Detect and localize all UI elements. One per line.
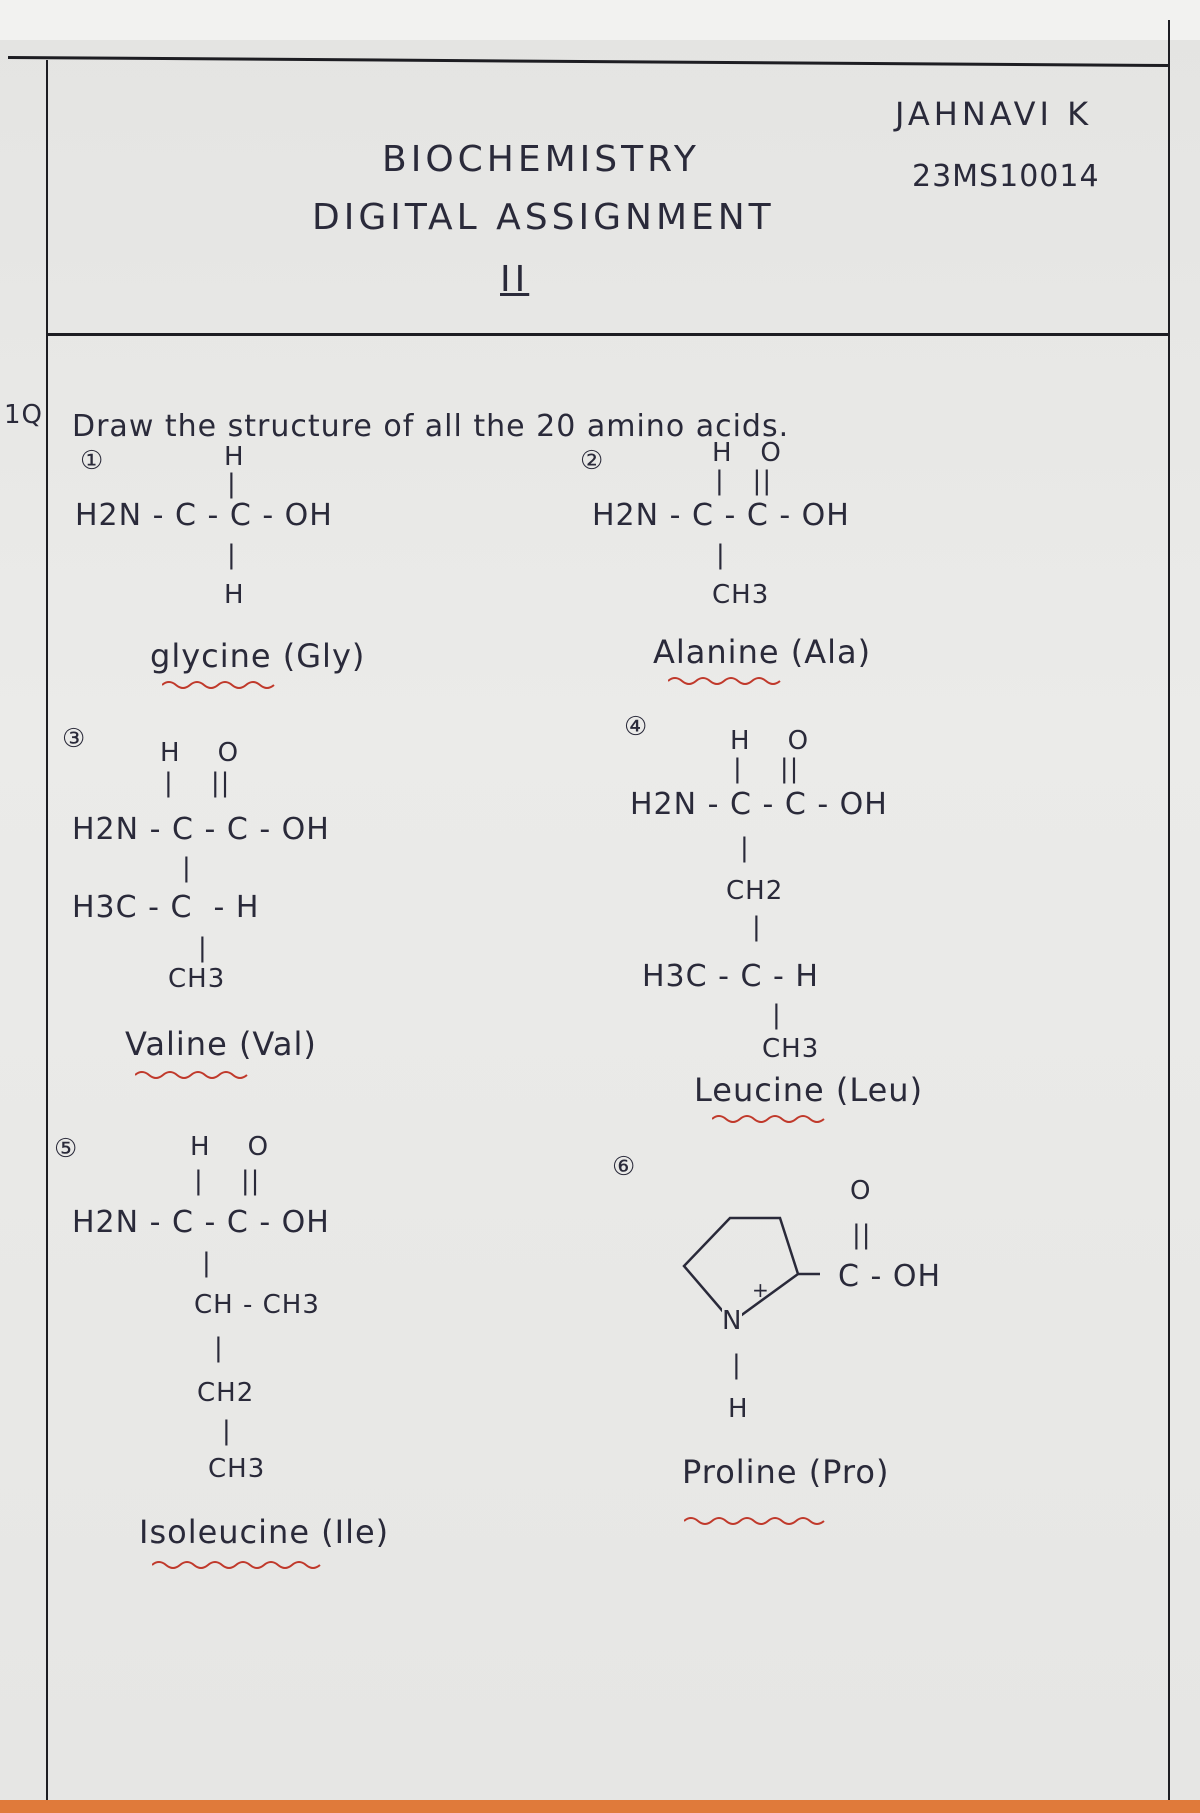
amino-acid-name: Proline (Pro) [682, 1453, 890, 1491]
red-underline [162, 681, 275, 689]
structure-number: ④ [624, 712, 649, 742]
side-chain: H3C - C - H [642, 959, 819, 994]
main-chain: H2N - C - C - OH [630, 787, 888, 822]
bonds-top: | || [164, 768, 231, 798]
bonds-top: | || [733, 754, 800, 784]
side-chain: CH3 [168, 964, 226, 994]
structure-number: ① [80, 446, 105, 476]
amino-acid-name: Leucine (Leu) [694, 1071, 924, 1109]
student-name: JAHNAVI K [895, 95, 1093, 133]
main-chain: H2N - C - C - OH [75, 498, 333, 533]
amino-acid-name: Isoleucine (Ile) [139, 1513, 390, 1551]
bonds-top: | || [715, 466, 773, 496]
right-margin-line [1168, 20, 1170, 1800]
red-underline [668, 677, 781, 685]
carbonyl-bond: || [852, 1220, 872, 1250]
side-chain: CH2 [197, 1378, 255, 1408]
bond: | [222, 1416, 232, 1446]
charge: + [752, 1278, 770, 1302]
atoms-top: H O [730, 726, 810, 756]
title-biochemistry: BIOCHEMISTRY [382, 139, 700, 180]
atoms-top: H O [160, 738, 240, 768]
side-chain: CH3 [712, 580, 770, 610]
bonds-top: | || [194, 1166, 261, 1196]
title-digital-assignment: DIGITAL ASSIGNMENT [312, 197, 775, 238]
carboxyl-group: C - OH [838, 1259, 942, 1294]
question-text: Draw the structure of all the 20 amino a… [72, 409, 790, 444]
bond: | [227, 469, 237, 499]
red-underline [712, 1115, 825, 1123]
bond: | [740, 833, 750, 863]
side-chain: H3C - C - H [72, 890, 260, 925]
main-chain: H2N - C - C - OH [592, 498, 850, 533]
bond: | [227, 540, 237, 570]
structure-number: ③ [62, 724, 87, 754]
side-chain: CH3 [762, 1034, 820, 1064]
title-assignment-number: II [500, 259, 530, 300]
red-underline [135, 1071, 248, 1079]
amino-acid-name: glycine (Gly) [150, 637, 366, 675]
page-bottom-edge [0, 1800, 1200, 1813]
atoms-top: H O [712, 438, 782, 468]
page-top-edge [0, 0, 1200, 40]
bond: | [202, 1248, 212, 1278]
student-id: 23MS10014 [912, 159, 1100, 194]
side-chain: H [224, 580, 245, 610]
question-number: 1Q [4, 400, 44, 430]
bond: | [214, 1333, 224, 1363]
bond: | [716, 540, 726, 570]
atoms-top: H O [190, 1132, 270, 1162]
nitrogen-h: H [728, 1394, 749, 1424]
atom-h-top: H [224, 442, 245, 472]
amino-acid-name: Alanine (Ala) [653, 633, 872, 671]
header-rule [46, 333, 1168, 336]
amino-acid-name: Valine (Val) [125, 1025, 317, 1063]
side-chain: CH - CH3 [194, 1290, 320, 1320]
structure-number: ② [580, 446, 605, 476]
main-chain: H2N - C - C - OH [72, 1205, 330, 1240]
side-chain: CH3 [208, 1454, 266, 1484]
structure-number: ⑤ [54, 1134, 79, 1164]
bond: | [198, 933, 208, 963]
structure-number: ⑥ [612, 1152, 637, 1182]
red-underline [684, 1517, 825, 1525]
bond: | [772, 1000, 782, 1030]
bond: | [182, 853, 192, 883]
bond: | [752, 912, 762, 942]
top-rule [8, 55, 1168, 68]
left-margin-line [46, 60, 48, 1800]
carbonyl-oxygen: O [850, 1176, 872, 1206]
red-underline [152, 1561, 321, 1569]
bond: | [732, 1350, 742, 1380]
side-chain: CH2 [726, 876, 784, 906]
ring-nitrogen: N [722, 1306, 743, 1336]
pyrrolidine-ring [682, 1216, 820, 1324]
main-chain: H2N - C - C - OH [72, 812, 330, 847]
